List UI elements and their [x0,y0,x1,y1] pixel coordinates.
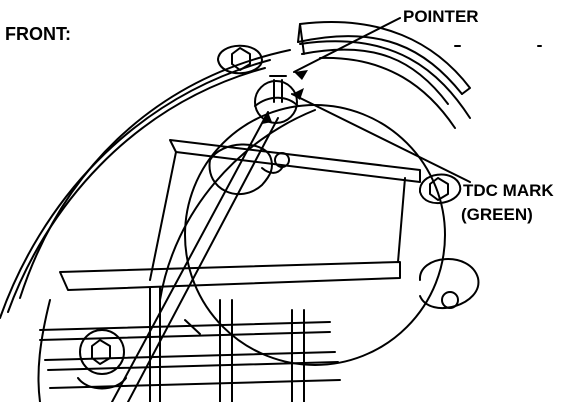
right-bolt-boss [418,173,462,204]
lower-arrowhead [262,112,272,124]
lower-grid [37,287,341,403]
cover-outline [0,40,471,319]
ribs [59,139,421,291]
lower-leader-1 [111,111,269,403]
timing-window-strip [297,20,471,105]
leader-lines [111,17,471,403]
top-bolt-boss [217,44,263,75]
tdc-arrowhead [292,88,304,100]
pointer-leader [293,17,401,73]
tdc-leader [291,93,471,183]
right-round-boss [418,258,480,310]
front-label: FRONT: [5,24,71,44]
pointer-arrowhead [294,70,308,80]
tdc-mark-label: TDC MARK [463,181,554,200]
sight-hole [254,75,299,124]
pointer-label: POINTER [403,7,479,26]
lower-leader-2 [127,117,279,403]
tdc-color-label: (GREEN) [461,205,533,224]
keyhole-boss [208,143,290,196]
